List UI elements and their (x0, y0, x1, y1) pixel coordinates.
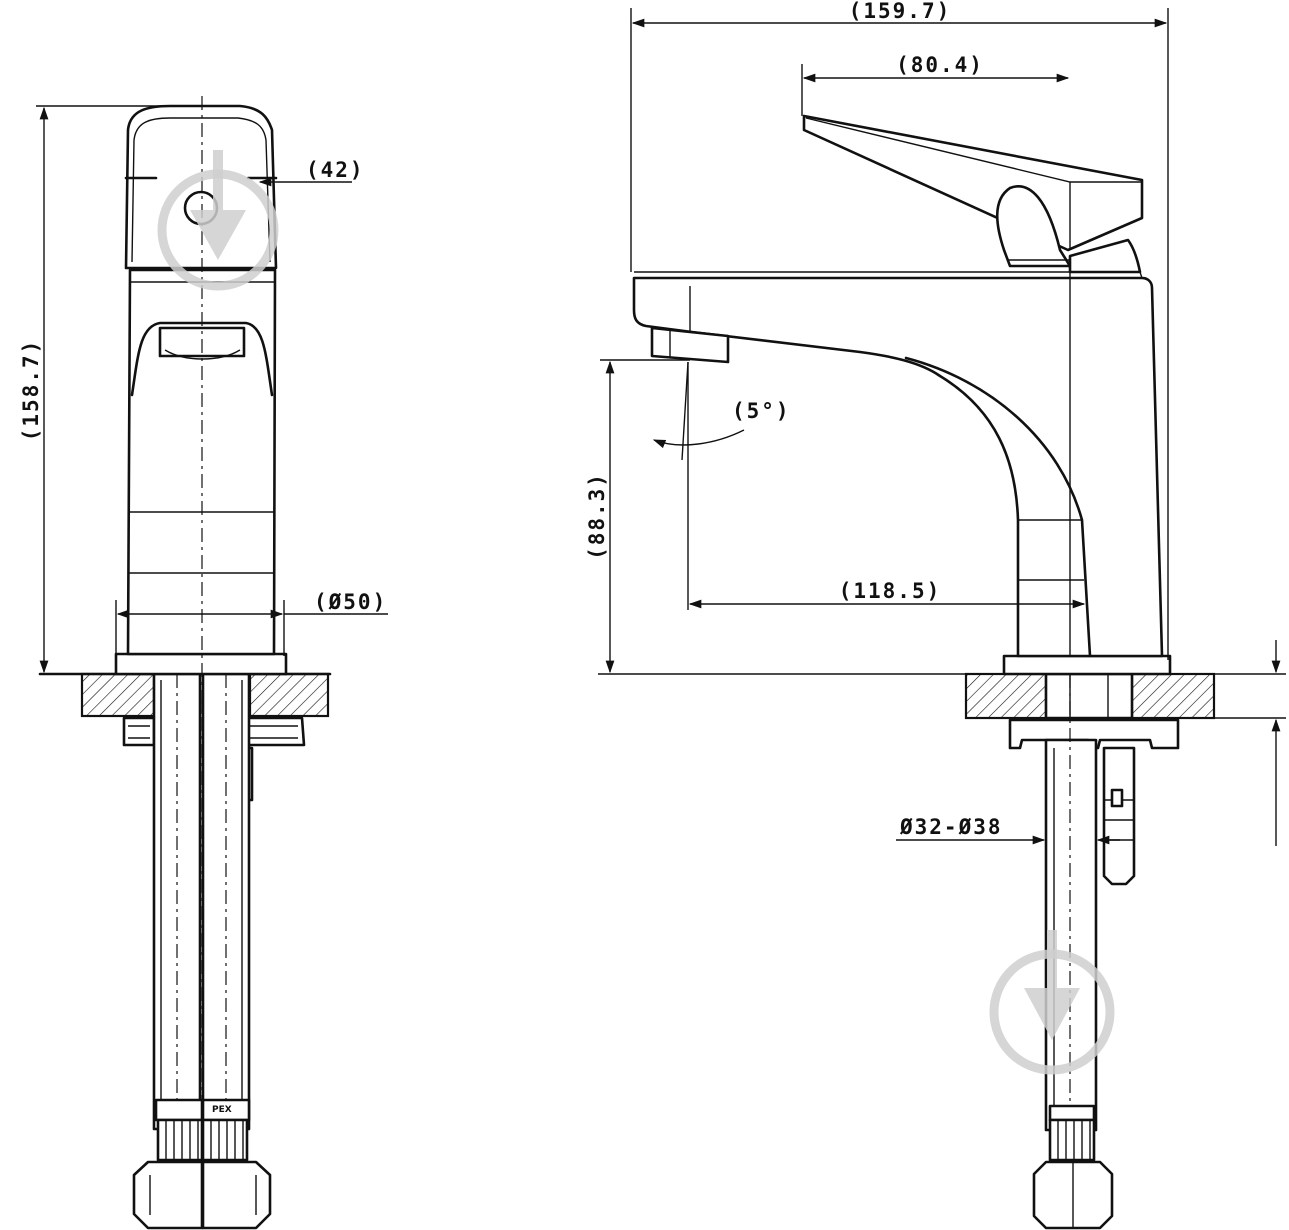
side-lever-handle (802, 114, 1144, 252)
watermark-logo-top (157, 150, 279, 291)
side-view: (159.7) (80.4) (88.3) (5°) (118.5) Ø32-Ø… (585, 0, 1286, 1230)
lock-nut-left (122, 716, 156, 747)
threaded-rod (1102, 746, 1136, 886)
side-base-ring (1002, 654, 1172, 676)
side-faucet-body (632, 276, 1164, 658)
dim-spout-angle: (5°) (732, 399, 791, 423)
mounting-shank (1044, 672, 1134, 720)
watermark-logo-bottom (989, 930, 1115, 1075)
dim-overall-height: (158.7) (19, 339, 43, 442)
hose-fitting-left (132, 1098, 204, 1230)
front-faucet-body (126, 268, 277, 656)
dim-spout-height: (88.3) (585, 472, 609, 560)
hose-fitting-right (201, 1098, 272, 1230)
hose-label-pex: PEX (212, 1105, 232, 1115)
dim-hole-diameter: Ø32-Ø38 (899, 815, 1003, 839)
front-base-ring (114, 652, 288, 676)
dim-overall-length: (159.7) (849, 0, 952, 23)
dim-handle-width: (42) (306, 158, 365, 182)
countertop-right-section (248, 672, 330, 718)
dim-handle-length: (80.4) (896, 53, 984, 77)
side-countertop-left (964, 672, 1048, 720)
dim-base-diameter: (Ø50) (314, 590, 387, 614)
side-countertop-right (1130, 672, 1216, 720)
dim-spout-reach: (118.5) (839, 579, 942, 603)
cartridge-neck (995, 185, 1072, 268)
side-hose-fitting (1032, 1104, 1114, 1230)
side-aerator (650, 326, 730, 364)
mounting-plate (1008, 718, 1180, 750)
countertop-left-section (80, 672, 156, 718)
front-view: PEX (158.7) (42) (Ø50) (19, 96, 388, 1230)
